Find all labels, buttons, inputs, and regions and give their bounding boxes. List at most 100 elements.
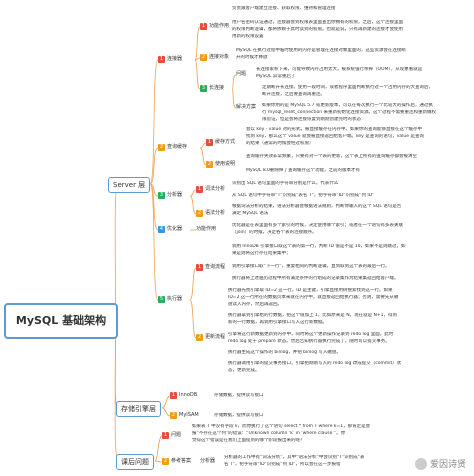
query-flow-node: 1 查询流程 — [196, 264, 225, 271]
answer-item: 名 T”，把字符串“ID”识别成“列 ID”，所以会在这一步报错 — [224, 462, 341, 467]
number-badge-icon: 1 — [158, 56, 165, 63]
number-badge-icon: 1 — [196, 186, 203, 193]
optimizer-label: 优化器 — [167, 226, 183, 232]
innodb-node: 1 InnoDB — [170, 392, 197, 399]
number-badge-icon: 2 — [200, 54, 207, 61]
connector-functions-node: 1 功能作用 — [200, 23, 229, 30]
query-cache-label: 查询缓存 — [167, 144, 188, 150]
root-node: MySQL 基础架构 — [4, 303, 118, 339]
update-flow-item: 新的一行数据，再调用引擎接口写入这行新数据。 — [228, 320, 327, 325]
solution-item: 行 mysql_reset_connection 来重新初始化连接资源。这个过程… — [262, 110, 437, 115]
long-conn-node: 3 长连接 — [200, 85, 224, 92]
syntax-node: 2 语法分析 — [196, 210, 225, 217]
solution-item: 定期断开长连接。使用一段时间，或者程序里面判断执行过一个占用内存的大查询后， — [262, 85, 433, 90]
cache-method-item: 查询缓存失效非常频繁，只要有对一个表的更新，这个表上所有的查询缓存都会被清空 — [246, 154, 417, 159]
number-badge-icon: 3 — [200, 85, 207, 92]
query-flow-item: 执行器将上述遍历过程中所有满足条件的行组成的记录集作为结果集返回给客户端。 — [232, 276, 399, 281]
number-badge-icon: 1 — [196, 264, 203, 271]
connector-function-item: 负责跟客户端建立连接、获取权限、维持和管理连接 — [232, 6, 336, 11]
update-flow-item: 盘读入内存，然后再返回。 — [228, 302, 282, 307]
watermark: 爱因诗贤 — [414, 457, 466, 470]
update-flow-item: ID=2 这一行所在的数据页本来就在内存中，就直接返回给执行器；否则，需要先从磁 — [228, 295, 399, 300]
syntax-item: 根据词法分析的结果，语法分析器会根据语法规则，判断你输入的这个 SQL 语句是否 — [232, 204, 402, 209]
number-badge-icon: 4 — [158, 226, 165, 233]
cache-method-item: 会以 key - value 对的形式，被直接缓存在内存中。如果你的查询能够直接… — [246, 127, 423, 132]
lexical-node: 1 词法分析 — [196, 186, 225, 193]
answer-label: 参考答案 — [171, 458, 192, 464]
server-layer-node: Server 层 — [108, 177, 151, 193]
conn-obj-item: MySQL 在执行过程中临时使用的内存是管理在连接对象里面的，这些资源会在连接断 — [236, 48, 406, 53]
cache-method-item: 找到 key，那么这个 value 就会被直接返回给客户端。key 是查询的语句… — [246, 134, 424, 139]
number-badge-icon: 5 — [158, 296, 165, 303]
optimizer-node: 4 优化器 — [158, 226, 182, 233]
conn-obj-item: 开的时候才释放 — [236, 55, 268, 60]
analyzer-node: 3 分析器 — [158, 192, 182, 199]
after-class-node: 课后问题 — [116, 454, 154, 470]
query-flow-item: 调用 InnoDB 引擎接口取这个表的第一行，判断 ID 值是不是 10，如果不… — [232, 244, 406, 249]
myisam-node: 2 MyISAM — [170, 412, 199, 419]
analyzer-label: 分析器 — [167, 192, 183, 198]
solution-label: 解决方案 — [236, 104, 257, 110]
number-badge-icon: 1 — [200, 23, 207, 30]
query-cache-node: 2 查询缓存 — [158, 144, 187, 151]
update-flow-item: 引擎将这行新数据更新到内存中，同时将这个更新操作记录到 redo log 里面，… — [228, 332, 394, 337]
connector-function-item: 用新的权限设置 — [232, 34, 264, 39]
optimizer-item: 优化器是在表里面有多个索引的时候，决定使用哪个索引；或者在一个语句有多表关联 — [232, 223, 403, 228]
update-flow-item: redo log 处于 prepare 状态。然后告知执行器执行完成了，随时可以… — [228, 339, 390, 344]
update-flow-item: 执行器拿到引擎给的行数据，把这个值加上 1，比如原来是 N，现在就是 N+1，得… — [228, 313, 398, 318]
number-badge-icon: 2 — [206, 161, 213, 168]
update-flow-item: 态，更新完成。 — [228, 368, 260, 373]
update-flow-item: 执行器调用引擎的提交事务接口，引擎把刚刚写入的 redo log 改成提交（co… — [228, 361, 402, 366]
cache-method-item: 的结果（通常的时候会经过权限） — [246, 141, 314, 146]
storage-layer-node: 存储引擎层 — [116, 401, 161, 417]
syntax-label: 语法分析 — [205, 210, 226, 216]
query-flow-item: 果是则将这行存在结果集中； — [232, 251, 291, 256]
syntax-item: 满足 MySQL 语法 — [232, 211, 269, 216]
innodb-label: InnoDB — [179, 392, 198, 398]
answer-sub: 分析器 — [200, 458, 216, 464]
update-flow-node: 2 更新流程 — [196, 334, 225, 341]
connector-function-item: 用户名密码认证通过，连接器会到权限表里面查出你拥有的权限，之后，这个连接里面 — [232, 20, 403, 25]
update-flow-label: 更新流程 — [205, 334, 226, 340]
answer-item: 分析器的工作中有“词法分析”，其中“语法分析”中会识别“T”识别成“表 — [224, 455, 365, 460]
question-node: 1 问题 — [162, 432, 181, 439]
number-badge-icon: 2 — [158, 144, 165, 151]
executor-label: 执行器 — [167, 296, 183, 302]
question-item: 觉得这个错误是在我们上面提到的哪个阶段报出来的呢？ — [192, 438, 305, 443]
conn-obj-node: 2 连接对象 — [200, 54, 229, 61]
number-badge-icon: 2 — [196, 334, 203, 341]
number-badge-icon: 1 — [162, 432, 169, 439]
wechat-logo-icon — [414, 457, 427, 470]
number-badge-icon: 2 — [170, 412, 177, 419]
update-flow-item: 执行器先找引擎取 ID=2 这一行。ID 是主键，引擎直接用树搜索找到这一行。如… — [228, 288, 393, 293]
number-badge-icon: 1 — [206, 139, 213, 146]
number-badge-icon: 2 — [162, 458, 169, 465]
lexical-item: 识别出 SQL 语句里面的字符串分别是什么，代表什么 — [232, 181, 339, 186]
optimizer-function-label: 功能作用 — [196, 226, 217, 232]
update-flow-item: 执行器生成这个操作的 binlog，并把 binlog 写入磁盘。 — [228, 350, 341, 355]
problem-label: 问题 — [236, 71, 247, 77]
connector-node: 1 连接器 — [158, 56, 182, 63]
watermark-text: 爱因诗贤 — [429, 460, 466, 470]
executor-node: 5 执行器 — [158, 296, 182, 303]
query-flow-item: 调用引擎接口取“下一行”，重复相同的判断逻辑，直到取到这个表的最后一行。 — [232, 264, 390, 269]
usage-label: 使用说明 — [215, 161, 236, 167]
number-badge-icon: 3 — [158, 192, 165, 199]
connector-function-item: 的权限判断逻辑，都将依赖于此时读到的权限。也就是说，只有再新建的连接才会使用 — [232, 27, 403, 32]
lexical-item: 从 SQL 语句中字符串“T”识别成“表名 T”，把字符串“ID”识别成“列 I… — [232, 193, 375, 198]
optimizer-item: （join）的时候，决定各个表的连接顺序。 — [232, 230, 317, 235]
functions-label: 功能作用 — [209, 23, 230, 29]
long-conn-label: 长连接 — [209, 85, 225, 91]
myisam-label: MyISAM — [179, 412, 199, 418]
query-flow-label: 查询流程 — [205, 264, 226, 270]
innodb-desc: 存储数据，提供读写接口 — [214, 393, 264, 398]
lexical-label: 词法分析 — [205, 186, 226, 192]
cache-method-label: 缓存方式 — [215, 139, 236, 145]
usage-node: 2 使用说明 — [206, 161, 235, 168]
problem-item: MySQL 异常重启了 — [256, 74, 296, 79]
number-badge-icon: 2 — [196, 210, 203, 217]
conn-obj-label: 连接对象 — [209, 54, 230, 60]
question-item: 如果表 T 中没有字段 k，而你执行了这个语句 select * from T … — [192, 424, 371, 429]
cache-method-node: 1 缓存方式 — [206, 139, 235, 146]
solution-item: 如果你用的是 MySQL 5.7 或更新版本，可以在每次执行一个比较大的操作后，… — [262, 103, 433, 108]
